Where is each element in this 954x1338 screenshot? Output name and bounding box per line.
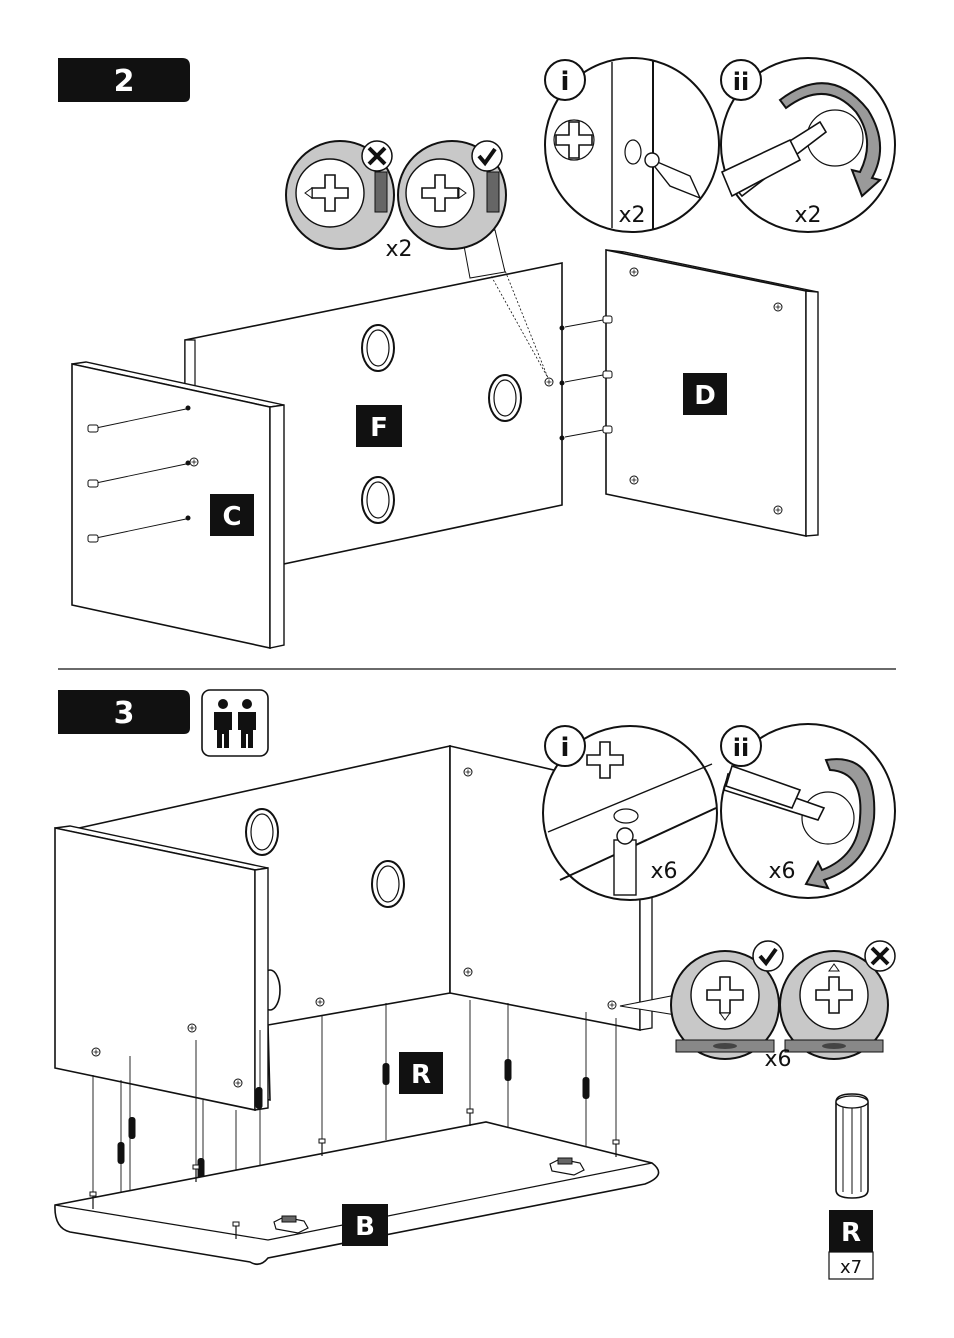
panel-d-label: D — [694, 381, 716, 411]
step-3-detail-i-label: i — [561, 733, 570, 763]
step-2-detail-ii-label: ii — [733, 68, 749, 96]
step-2-detail-ii-qty: x2 — [794, 203, 821, 228]
step-2-detail-i-qty: x2 — [618, 203, 645, 228]
step-3-cam-qty: x6 — [764, 1047, 791, 1072]
cam-wrong-orientation — [780, 941, 895, 1059]
step-2: 2 F — [58, 58, 895, 648]
step-2-number: 2 — [114, 64, 135, 99]
dowel-icon — [836, 1094, 868, 1198]
step-2-cam-qty: x2 — [385, 237, 412, 262]
step-3-cam-orientation-callout: x6 — [620, 941, 895, 1072]
cam-correct-orientation — [398, 141, 506, 249]
step-3-part-r-label: R — [411, 1060, 431, 1090]
step-2-badge: 2 — [58, 58, 190, 102]
cam-correct-orientation — [671, 941, 783, 1059]
step-2-detail-ii: ii x2 — [721, 58, 895, 232]
two-persons-icon — [202, 690, 268, 756]
step-3-badge: 3 — [58, 690, 190, 734]
panel-f-label: F — [370, 413, 388, 443]
part-r-label: R — [841, 1218, 861, 1248]
step-3-number: 3 — [114, 696, 135, 731]
cam-wrong-orientation — [286, 141, 394, 249]
part-r-qty: x7 — [840, 1257, 862, 1278]
panel-c-label: C — [222, 502, 241, 532]
panel-b: B — [55, 1109, 659, 1264]
step-2-detail-i-label: i — [561, 67, 570, 97]
step-3: 3 — [55, 690, 895, 1279]
panel-c: C — [72, 362, 284, 648]
step-3-part-r-tag: R — [399, 1052, 443, 1094]
panel-d: D — [565, 250, 818, 536]
step-3-detail-i: i x6 — [543, 726, 717, 900]
step-3-detail-ii: ii x6 — [721, 724, 895, 898]
panel-b-label: B — [355, 1212, 375, 1242]
step-3-detail-ii-qty: x6 — [768, 859, 795, 884]
step-3-detail-i-qty: x6 — [650, 859, 677, 884]
step-3-detail-ii-label: ii — [733, 734, 749, 762]
part-r-legend: R x7 — [829, 1094, 873, 1279]
step-2-detail-i: i x2 — [545, 58, 719, 232]
